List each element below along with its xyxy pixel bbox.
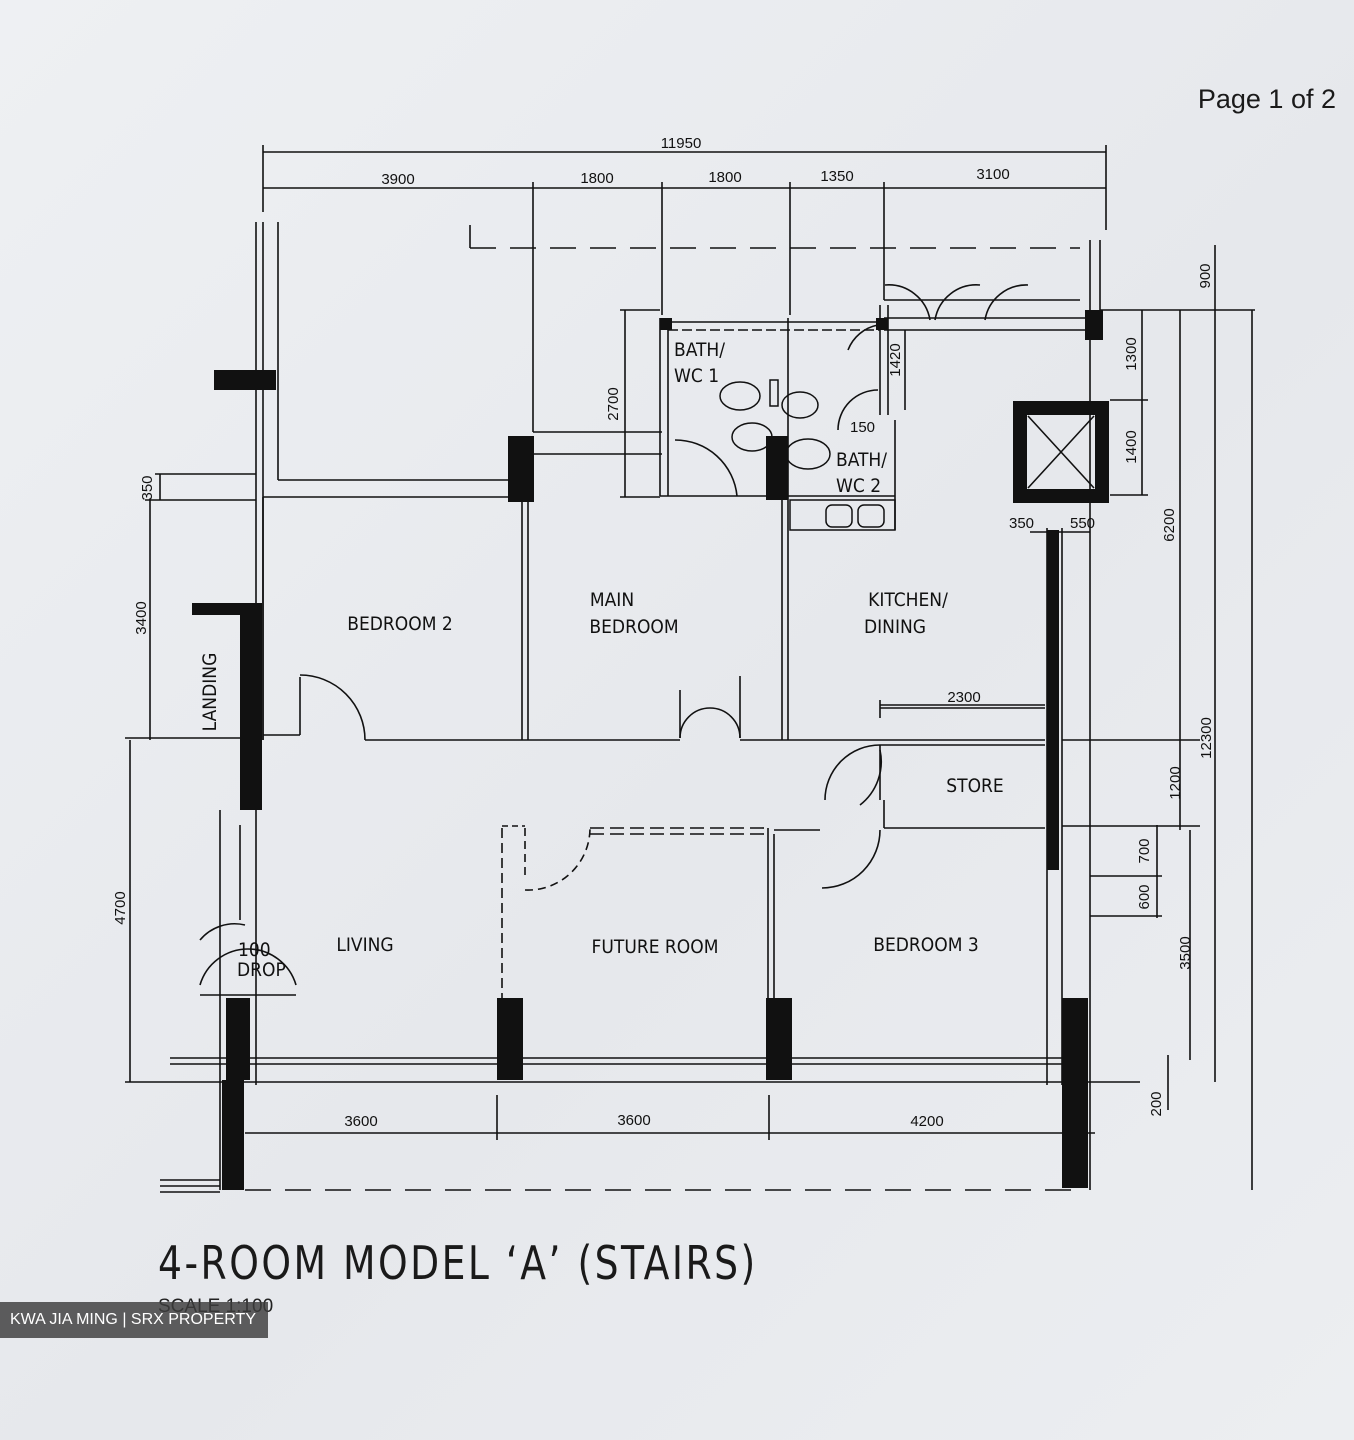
bath-2-label-line2: WC 2	[836, 475, 881, 497]
store-label: STORE	[946, 775, 1003, 797]
bath-1-label-line2: WC 1	[674, 365, 719, 387]
dim-right-1300: 1300	[1123, 337, 1140, 370]
dim-right-200: 200	[1148, 1091, 1165, 1116]
dim-right-6200: 6200	[1161, 508, 1178, 541]
dim-top-2: 1800	[580, 170, 613, 187]
dim-left-2: 3400	[133, 601, 150, 634]
dim-right-12300: 12300	[1198, 717, 1215, 759]
dim-bath-150: 150	[850, 419, 875, 436]
dim-top-5: 3100	[976, 166, 1009, 183]
dim-right-1400: 1400	[1123, 430, 1140, 463]
drop-label-line1: 100	[238, 939, 271, 961]
dim-right-3500: 3500	[1177, 936, 1194, 969]
landing-label: LANDING	[199, 653, 221, 732]
dim-right-1200: 1200	[1167, 766, 1184, 799]
dim-lift-350: 350	[1009, 515, 1034, 532]
kitchen-label-line1: KITCHEN/	[868, 589, 948, 611]
dim-bath-1420: 1420	[887, 343, 904, 376]
dim-store-2300: 2300	[947, 689, 980, 706]
dim-bath-2700: 2700	[605, 387, 622, 420]
dim-right-900: 900	[1197, 263, 1214, 288]
living-label: LIVING	[336, 934, 393, 956]
watermark-banner: KWA JIA MING | SRX PROPERTY	[0, 1302, 268, 1338]
dim-top-4: 1350	[820, 168, 853, 185]
main-bedroom-label-line2: BEDROOM	[589, 616, 678, 638]
dim-top-total: 11950	[661, 135, 702, 152]
dim-lift-550: 550	[1070, 515, 1095, 532]
drop-label-line2: DROP	[237, 959, 286, 981]
bath-2-label-line1: BATH/	[836, 449, 887, 471]
kitchen-label-line2: DINING	[864, 616, 926, 638]
bedroom-3-label: BEDROOM 3	[873, 934, 979, 956]
dim-right-700: 700	[1136, 838, 1153, 863]
bedroom-2-label: BEDROOM 2	[347, 613, 453, 635]
dim-right-600: 600	[1136, 884, 1153, 909]
future-room-label: FUTURE ROOM	[592, 936, 719, 958]
dim-top-3: 1800	[708, 169, 741, 186]
dim-top-1: 3900	[381, 171, 414, 188]
dim-bottom-3: 4200	[910, 1113, 943, 1130]
dim-left-1: 350	[139, 475, 156, 500]
page-number: Page 1 of 2	[1197, 84, 1336, 114]
dim-bottom-2: 3600	[617, 1112, 650, 1129]
dim-left-3: 4700	[112, 891, 129, 924]
plan-title: 4-ROOM MODEL ‘A’ (STAIRS)	[158, 1236, 758, 1290]
bath-1-label-line1: BATH/	[674, 339, 725, 361]
main-bedroom-label-line1: MAIN	[590, 589, 634, 611]
dim-bottom-1: 3600	[344, 1113, 377, 1130]
